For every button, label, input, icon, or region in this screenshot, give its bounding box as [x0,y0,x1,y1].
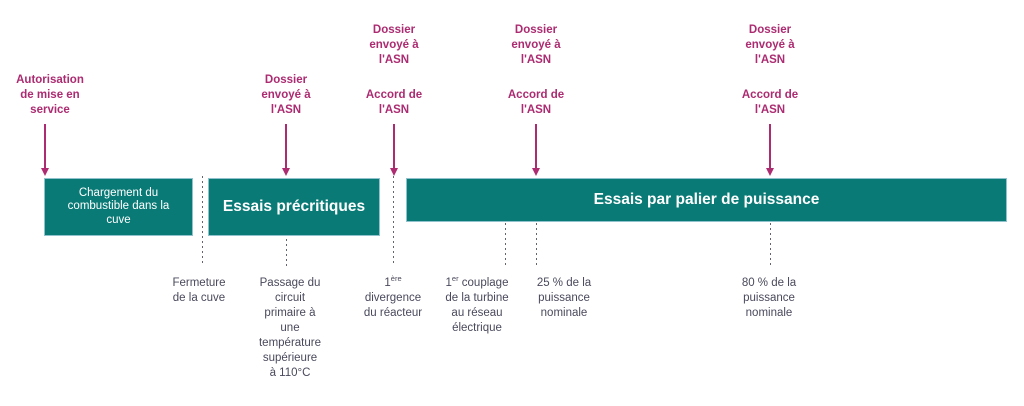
label-dossier-asn-precritiques: Dossier envoyé à l'ASN [261,74,311,116]
phase-label-essais-precritiques: Essais précritiques [222,198,366,215]
label-dossier-asn-25pct: Dossier envoyé à l'ASN [511,24,561,66]
dash-line-couplage [505,223,506,267]
milestone-puissance-25: 25 % de la puissance nominale [536,277,592,319]
dash-line-fermeture [202,176,203,266]
label-dossier-asn-divergence: Dossier envoyé à l'ASN [369,24,419,66]
phase-box-essais-precritiques: Essais précritiques [208,178,380,236]
label-dossier-asn-80pct: Dossier envoyé à l'ASN [745,24,795,66]
label-accord-asn-25pct: Accord de l'ASN [507,89,565,116]
label-accord-asn-divergence: Accord de l'ASN [365,89,423,116]
phase-label-essais-palier: Essais par palier de puissance [593,191,820,208]
dash-line-divergence [393,176,394,266]
superscript-ere: ère [390,274,402,284]
milestone-fermeture-cuve: Fermeture de la cuve [172,277,226,304]
milestone-passage-circuit: Passage du circuit primaire à une tempér… [258,277,321,379]
dash-line-25pct [536,223,537,267]
phase-box-essais-palier-puissance: Essais par palier de puissance [406,178,1007,222]
phase-box-chargement-combustible: Chargement du combustible dans la cuve [44,178,193,236]
superscript-er: er [451,274,459,284]
milestone-puissance-80: 80 % de la puissance nominale [741,277,797,319]
milestone-premiere-divergence: 1ère divergence du réacteur [363,274,423,319]
phase-label-chargement: Chargement du combustible dans la cuve [67,186,170,226]
milestone-premier-couplage: 1er couplage de la turbine au réseau éle… [445,274,509,334]
dash-line-80pct [770,223,771,267]
dash-line-passage [286,239,287,267]
label-accord-asn-80pct: Accord de l'ASN [741,89,799,116]
label-autorisation-mise-en-service: Autorisation de mise en service [16,74,84,116]
